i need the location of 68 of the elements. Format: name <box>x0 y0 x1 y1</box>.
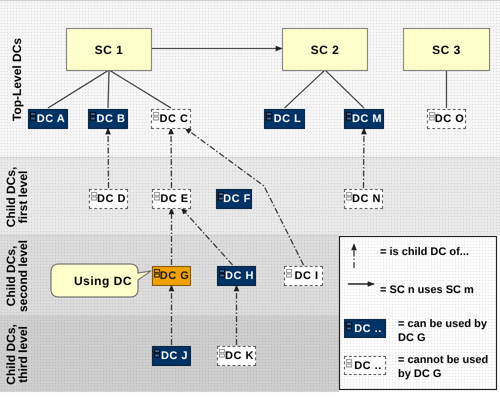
lane-label: Child DCs, third level <box>3 323 31 387</box>
component-label: DC G <box>160 270 190 282</box>
component-box <box>152 266 191 286</box>
component-box <box>89 189 128 209</box>
component-box <box>152 346 191 366</box>
component-label: DC J <box>160 350 188 362</box>
arrow <box>152 46 283 52</box>
arrow <box>184 128 304 266</box>
connector-line <box>284 70 326 108</box>
component-box <box>28 109 68 129</box>
component-box <box>344 356 386 375</box>
arrow <box>234 284 240 345</box>
connector-line <box>446 70 448 108</box>
component-box <box>427 109 466 129</box>
swimlane-band <box>0 0 500 157</box>
arrow <box>168 127 174 188</box>
component-box <box>264 109 305 129</box>
arrow <box>361 127 367 188</box>
swimlane-band <box>0 315 339 392</box>
service-box <box>282 28 368 71</box>
connector-line <box>107 70 110 108</box>
component-label: DC C <box>160 113 188 125</box>
lane-label: Child DCs, second level <box>3 238 31 314</box>
component-box <box>344 109 384 129</box>
arrow <box>168 207 174 265</box>
connector-line <box>324 70 364 108</box>
swimlane-band <box>0 157 500 235</box>
component-label: DC B <box>96 113 126 125</box>
component-label: DC M <box>352 113 382 125</box>
arrow <box>168 284 174 345</box>
connector-line <box>48 70 110 108</box>
service-box <box>403 28 490 71</box>
arrow <box>105 127 111 188</box>
component-label: DC H <box>225 270 254 282</box>
service-box <box>66 28 152 71</box>
component-box <box>151 109 191 129</box>
lane-label: Child DCs, first level <box>3 166 31 230</box>
component-label: DC E <box>160 193 189 205</box>
lane-label: Top-Level DCs <box>9 36 25 124</box>
component-box <box>216 189 252 209</box>
component-label: DC .. <box>354 360 382 372</box>
component-box <box>344 189 383 209</box>
arrow <box>180 207 234 266</box>
service-label: SC 1 <box>94 42 124 56</box>
component-label: DC I <box>294 270 318 282</box>
component-label: DC A <box>36 113 66 125</box>
swimlane-band <box>0 235 339 315</box>
component-box <box>152 189 191 209</box>
component-box <box>217 266 256 286</box>
legend-text: = is child DC of... <box>380 245 470 259</box>
connector-line <box>108 70 172 108</box>
component-label: DC L <box>274 113 302 125</box>
component-box <box>88 109 128 129</box>
component-box <box>344 319 386 338</box>
component-label: DC F <box>223 193 251 205</box>
legend-text: = cannot be used by DC G <box>398 353 490 381</box>
component-label: DC K <box>225 350 254 362</box>
component-label: DC N <box>352 193 381 205</box>
component-box <box>284 266 323 286</box>
legend-text: = can be used by DC G <box>398 317 488 345</box>
legend-text: = SC n uses SC m <box>380 283 475 297</box>
service-label: SC 3 <box>432 42 461 56</box>
component-label: DC .. <box>354 322 382 334</box>
callout-text: Using DC <box>74 274 132 288</box>
service-label: SC 2 <box>310 42 340 56</box>
component-label: DC D <box>97 193 126 205</box>
component-label: DC O <box>434 113 464 125</box>
component-box <box>217 346 256 366</box>
